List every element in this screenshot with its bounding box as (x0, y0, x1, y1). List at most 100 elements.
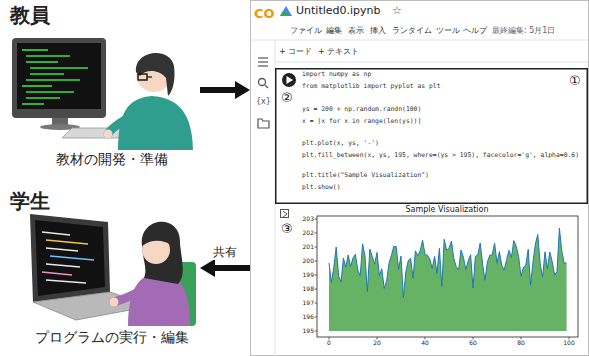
menu-item: ファイル (290, 26, 322, 35)
screen-code (26, 79, 80, 81)
screen-code (22, 85, 52, 87)
screen-code (30, 73, 64, 75)
callout-number: ① (569, 74, 581, 89)
axis-tick-label: 20 (373, 340, 381, 347)
axis-tick-label: 195 (303, 328, 314, 335)
screen-code (26, 55, 70, 57)
axis-tick-label: 203 (303, 216, 314, 223)
screen-code (50, 256, 94, 260)
menu-item: ツール (436, 26, 460, 35)
screen-code (46, 248, 78, 251)
screen-code (26, 91, 74, 93)
student-illustration (30, 214, 196, 326)
add-cell-button: + テキスト (318, 47, 359, 56)
colab-window-chrome (276, 69, 588, 204)
colab-window-chrome (281, 210, 289, 218)
star-icon: ☆ (392, 5, 402, 18)
screen-code (26, 97, 60, 99)
screen-code (42, 272, 72, 275)
screen-code (46, 280, 86, 283)
axis-tick-label: 0 (327, 340, 331, 347)
menu-icon (258, 57, 268, 58)
role-heading: 教員 (10, 4, 50, 27)
chart-frame (317, 216, 578, 337)
callout-number: ③ (281, 222, 293, 237)
role-caption: プログラムの実行・編集 (35, 329, 189, 345)
teacher-illustration (104, 130, 113, 139)
menu-item: ヘルプ (463, 26, 487, 35)
axis-tick-label: 199 (303, 272, 314, 279)
teacher-group: 教員教材の開発・準備 (5, 3, 200, 173)
role-caption: 教材の開発・準備 (56, 151, 168, 167)
code-line: plt.fill_between(x, ys, 195, where=(ys >… (302, 152, 579, 158)
screen-code (22, 103, 44, 105)
output-cell: Sample Visualization (275, 206, 587, 356)
axis-tick-label: 100 (563, 340, 574, 347)
screen-code (22, 50, 88, 104)
colab-window-chrome (280, 11, 292, 16)
menu-icon (258, 61, 268, 62)
chart-fill (329, 228, 567, 331)
student-illustration (30, 214, 110, 302)
student-illustration (110, 298, 119, 307)
code-line: plt.show() (302, 184, 340, 190)
teacher-illustration (136, 53, 175, 96)
teacher-illustration (138, 74, 147, 80)
notebook-title: Untitled0.ipynb (296, 5, 381, 18)
teacher-illustration (12, 38, 106, 118)
chart-line (329, 228, 567, 297)
arrow-connector (215, 265, 250, 271)
axis-tick-label: 60 (469, 340, 477, 347)
sidebar-icon: {x} (256, 97, 271, 106)
search-icon (259, 79, 266, 86)
code-line: from matplotlib import pyplot as plt (302, 83, 441, 89)
tick-mark (315, 261, 318, 262)
teacher-illustration (147, 76, 152, 77)
axis-tick-label: 40 (421, 340, 429, 347)
tick-mark (315, 317, 318, 318)
student-illustration (35, 220, 105, 296)
menu-item: ランタイム (392, 26, 432, 35)
teacher-illustration (17, 43, 101, 109)
menu-item: 編集 (326, 26, 342, 35)
colab-window-chrome (282, 73, 296, 87)
screen-code (46, 264, 80, 267)
colab-window-chrome (251, 1, 589, 356)
tick-mark (315, 233, 318, 234)
callout-number: ② (281, 91, 293, 106)
colab-window-chrome (283, 211, 287, 217)
code-line: ys = 200 + np.random.randn(100) (302, 106, 421, 112)
tick-mark (315, 289, 318, 290)
axis-tick-label: 201 (303, 244, 314, 251)
tick-mark (315, 275, 318, 276)
teacher-illustration (118, 96, 193, 150)
colab-logo: CO (254, 7, 275, 22)
colab-window-chrome (251, 40, 588, 41)
sample-chart (315, 216, 579, 340)
add-cell-button: + コード (279, 47, 312, 56)
student-group: 学生プログラムの実行・編集 (5, 188, 200, 353)
menu-item: 挿入 (370, 26, 386, 35)
tick-mark (315, 247, 318, 248)
teacher-illustration (12, 38, 193, 150)
code-line: x = [x for x in range(len(ys))] (302, 118, 421, 124)
axis-tick-label: 197 (303, 300, 314, 307)
screen-code (42, 232, 70, 235)
screen-code (22, 49, 48, 51)
tick-mark (315, 331, 318, 332)
axis-tick-label: 200 (303, 258, 314, 265)
code-line: plt.title("Sample Visualization") (302, 172, 429, 178)
code-line: import numpy as np (302, 71, 371, 77)
arrow-connector (200, 87, 235, 93)
screen-code (46, 240, 88, 244)
student-illustration (142, 233, 174, 246)
code-line: plt.plot(x, ys, '-') (302, 140, 379, 146)
search-icon (265, 85, 268, 88)
colab-window-chrome (251, 1, 589, 356)
colab-window-chrome (280, 6, 292, 16)
axis-tick-label: 196 (303, 314, 314, 321)
tick-mark (315, 219, 318, 220)
folder-icon (258, 119, 269, 128)
axis-tick-label: 198 (303, 286, 314, 293)
